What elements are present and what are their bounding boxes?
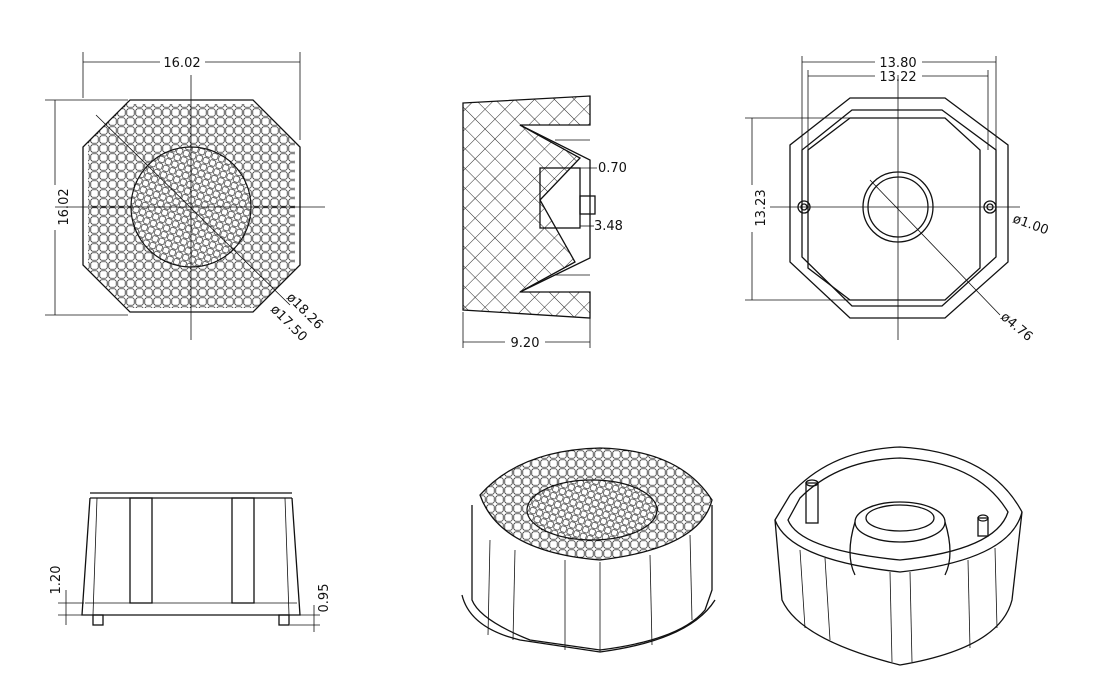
iso-rim-inner — [787, 457, 1009, 561]
iso-pin-right — [977, 517, 989, 537]
iso-center-boss-top — [865, 504, 935, 532]
recess-label: 3.48 — [594, 219, 623, 234]
step-label: 0.70 — [598, 161, 627, 176]
diameter-leader — [869, 179, 1001, 316]
bottom-height-label: 13.23 — [754, 189, 769, 226]
bottom-inner-outline — [801, 109, 997, 307]
pin-diameter-label: ø1.00 — [1011, 212, 1051, 239]
iso-pin-right-top — [977, 514, 989, 522]
iso-top-view — [461, 447, 716, 653]
pin-height-label: 1.20 — [49, 566, 64, 595]
iso-pin-left-top — [805, 479, 819, 487]
iso-inner-cone — [944, 521, 951, 576]
iso-pin-left — [805, 482, 819, 524]
inner-width-label: 13.22 — [879, 70, 916, 85]
section-hatched-body — [462, 95, 591, 319]
iso-rib — [649, 554, 653, 646]
iso-inner-cone — [849, 521, 856, 576]
iso-rib — [799, 549, 806, 629]
center-diameter-label: ø4.76 — [997, 310, 1035, 345]
iso-rib — [909, 571, 913, 663]
side-edge-line — [92, 497, 98, 616]
iso-rib — [824, 557, 831, 641]
iso-rib — [487, 539, 491, 636]
side-pin-left — [92, 614, 104, 626]
foot-height-label: 0.95 — [317, 584, 332, 613]
depth-label: 9.20 — [511, 336, 540, 351]
side-edge-line — [284, 497, 290, 616]
iso-rim-outer — [774, 446, 1023, 573]
side-pin-right — [278, 614, 290, 626]
iso-center-boss — [854, 501, 946, 543]
diameter-leader — [95, 114, 291, 306]
iso-central-lens-texture — [527, 480, 657, 540]
side-rib-left — [129, 497, 153, 604]
side-view: 1.20 0.95 — [49, 492, 332, 632]
bottom-view: 13.80 13.22 13.23 ø1.00 ø4.76 — [745, 56, 1050, 345]
outer-width-label: 13.80 — [879, 56, 916, 71]
iso-rib — [889, 571, 893, 663]
iso-rib — [967, 559, 971, 649]
iso-flange — [461, 594, 716, 653]
top-width-label: 16.02 — [163, 56, 200, 71]
side-rib-right — [231, 497, 255, 604]
iso-body-outline — [774, 511, 1023, 666]
iso-bottom-view — [774, 446, 1023, 666]
bottom-outer-outline — [789, 97, 1009, 319]
top-view: 16.02 16.02 ø18.26 ø17.50 — [45, 52, 326, 345]
side-body-outline — [81, 497, 301, 616]
section-view: 0.70 3.48 9.20 — [462, 95, 627, 351]
bottom-cavity-outline — [807, 117, 981, 301]
iso-rib — [689, 534, 693, 621]
section-pin — [579, 195, 596, 215]
iso-rib — [994, 547, 998, 629]
iso-rib — [512, 549, 516, 641]
top-height-label: 16.02 — [57, 188, 72, 225]
